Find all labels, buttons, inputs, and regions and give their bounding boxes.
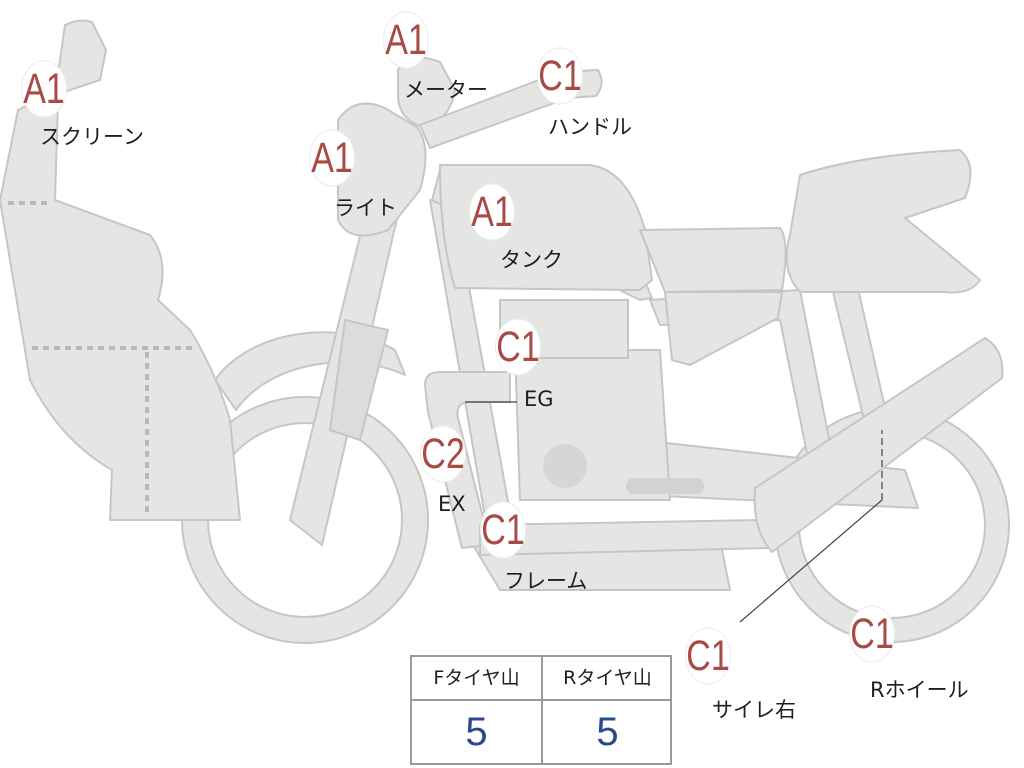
seat: [785, 149, 981, 294]
screen: [54, 19, 107, 96]
rear-tread-header: Rタイヤ山: [563, 667, 652, 689]
muffler-leader-line: [739, 499, 883, 623]
table-divider-vertical: [541, 657, 543, 763]
exhaust-grade-badge: C2: [421, 426, 465, 482]
tail-cowl: [664, 291, 783, 366]
headlight: [337, 102, 427, 237]
tank-grade-badge: A1: [470, 184, 514, 240]
engine-grade-badge: C1: [496, 319, 540, 375]
handle-label: ハンドル: [548, 115, 632, 139]
rear-wheel-label: Rホイール: [870, 678, 969, 702]
fairing: [0, 97, 241, 521]
muffler: [753, 337, 1004, 553]
tank-label: タンク: [500, 248, 563, 272]
engine-label: EG: [524, 387, 554, 411]
muffler-right-grade-badge: C1: [686, 628, 730, 684]
frame-grade-badge: C1: [481, 502, 525, 558]
rear-tread-value: 5: [596, 710, 619, 754]
front-tread-header: Fタイヤ山: [433, 667, 520, 689]
fork-guard: [329, 319, 389, 441]
screen-grade-badge: A1: [22, 61, 66, 117]
frame-label: フレーム: [504, 569, 588, 593]
light-grade-badge: A1: [310, 130, 354, 186]
handle-grade-badge: C1: [538, 48, 582, 104]
engine-lower: [514, 349, 671, 501]
rear-wheel-grade-badge: C1: [850, 606, 894, 662]
exhaust-label: EX: [438, 492, 466, 516]
engine-cover: [543, 444, 587, 488]
front-tread-value: 5: [465, 710, 488, 754]
meter-grade-badge: A1: [384, 12, 428, 68]
footpeg: [626, 478, 704, 494]
tire-tread-table: Fタイヤ山 Rタイヤ山 5 5: [410, 655, 672, 765]
seat-front: [639, 227, 787, 293]
screen-label: スクリーン: [40, 125, 144, 149]
meter-label: メーター: [404, 78, 488, 102]
muffler-right-label: サイレ右: [712, 698, 796, 722]
light-label: ライト: [334, 196, 397, 220]
